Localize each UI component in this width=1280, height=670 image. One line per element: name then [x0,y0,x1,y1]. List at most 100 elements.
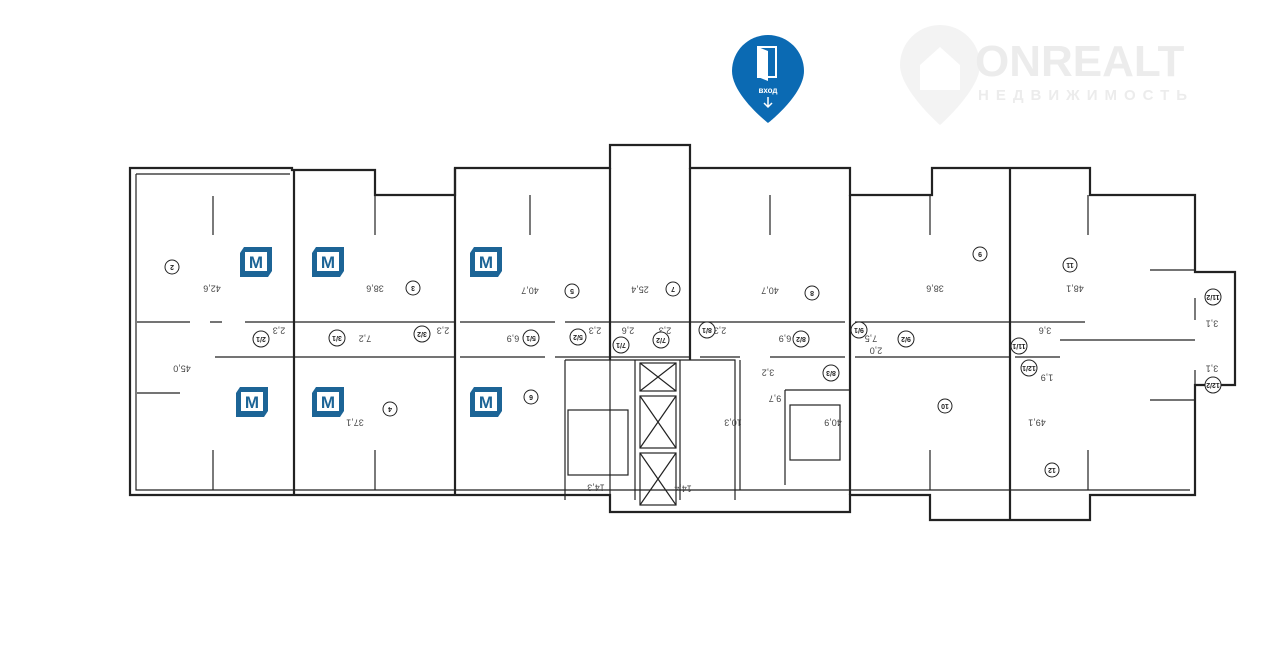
room-number-badge: 9 [972,246,988,262]
watermark-brand: ONREALT [975,37,1185,86]
room-area-label: 3,1 [1206,364,1219,374]
room-area-label: 2,3 [589,326,602,336]
room-number: 5/1 [526,334,536,341]
room-number: 5 [570,287,574,294]
room-area-label: 3,1 [1206,319,1219,329]
svg-text:M: M [321,393,335,412]
room-area-label: 38,6 [926,284,944,294]
room-number-badge: 11/1 [1010,337,1028,355]
room-number: 4 [388,405,392,412]
room-number-badge: 11 [1062,257,1078,273]
room-number-badge: 8/3 [822,364,840,382]
room-number: 6 [529,393,533,400]
room-number-badge: 9/1 [850,321,868,339]
room-number-badge: 3/2 [413,325,431,343]
room-area-label: 40,7 [761,286,779,296]
room-number: 3/2 [417,330,427,337]
room-area-label: 7,5 [865,334,878,344]
room-number-badge: 12 [1044,462,1060,478]
room-area-label: 2,3 [659,326,672,336]
room-number-badge: 12/2 [1204,376,1222,394]
room-number: 2 [170,263,174,270]
entrance-label: вход [758,86,777,95]
arrow-down-icon [763,97,773,109]
room-number: 7/1 [616,341,626,348]
elevator-shafts [639,362,677,506]
room-area-label: 3,6 [1039,326,1052,336]
room-number-badge: 5/2 [569,328,587,346]
room-number-badge: 7/2 [652,331,670,349]
room-area-label: 6,9 [507,334,520,344]
watermark-subtitle: НЕДВИЖИМОСТЬ [978,87,1194,104]
room-area-label: 3,2 [762,368,775,378]
walls [128,143,1237,522]
room-number: 8 [810,289,814,296]
tenant-logos: M M M M M M [236,247,502,417]
room-area-label: 1,9 [1041,373,1054,383]
house-icon [920,47,960,90]
room-area-label: 40,7 [521,286,539,296]
tenant-logo-m-icon: M [312,387,344,417]
room-number-badge: 5/1 [522,329,540,347]
room-number-badge: 7/1 [612,336,630,354]
room-area-label: 40,9 [824,418,842,428]
tenant-logo-m-icon: M [470,387,502,417]
room-number-badge: 6 [523,389,539,405]
room-number-badge: 11/2 [1204,288,1222,306]
room-number: 5/2 [573,333,583,340]
room-area-label: 14,3 [587,483,605,493]
room-number: 9 [978,250,982,257]
room-number: 8/1 [702,326,712,333]
svg-text:M: M [479,253,493,272]
svg-text:M: M [245,393,259,412]
room-area-label: 2,0 [870,346,883,356]
room-area-label: 14,4 [674,484,692,494]
room-number-badge: 5 [564,283,580,299]
room-number: 3/1 [332,334,342,341]
room-area-label: 10,3 [724,418,742,428]
onrealt-watermark: ONREALT НЕДВИЖИМОСТЬ [900,25,1194,125]
room-area-label: 2,3 [437,326,450,336]
tenant-logo-m-icon: M [240,247,272,277]
room-number: 9/1 [854,326,864,333]
room-number: 12/1 [1022,364,1036,371]
room-number-badge: 10 [937,398,953,414]
room-number-badge: 9/2 [897,330,915,348]
room-number: 12 [1048,466,1056,473]
room-number-badge: 8 [804,285,820,301]
tenant-logo-m-icon: M [470,247,502,277]
room-number-badge: 8/1 [698,321,716,339]
room-number-badge: 7 [665,281,681,297]
svg-text:M: M [321,253,335,272]
room-number-badge: 3 [405,280,421,296]
room-area-label: 42,6 [203,284,221,294]
room-number: 3 [411,284,415,291]
room-number-badge: 2/1 [252,330,270,348]
room-number: 11/1 [1012,342,1025,349]
room-number-badge: 4 [382,401,398,417]
room-number: 8/3 [826,369,836,376]
room-area-label: 6,9 [779,334,792,344]
room-number-badge: 3/1 [328,329,346,347]
stairs [567,404,841,476]
room-area-label: 25,4 [631,285,649,295]
room-area-label: 37,1 [346,418,364,428]
room-number: 11 [1066,261,1074,268]
room-number-badge: 12/1 [1020,359,1038,377]
room-area-label: 2,3 [714,326,727,336]
svg-text:M: M [479,393,493,412]
room-area-label: 7,2 [359,334,372,344]
room-number: 10 [941,402,949,409]
room-number: 11/2 [1206,293,1219,300]
room-area-label: 48,1 [1066,284,1084,294]
room-number: 12/2 [1206,381,1220,388]
room-area-label: 9,7 [769,394,782,404]
room-number: 8/2 [796,335,806,342]
svg-text:M: M [249,253,263,272]
door-icon [757,46,777,81]
room-number-badge: 8/2 [792,330,810,348]
entrance-marker[interactable]: вход [732,35,804,123]
room-area-label: 2,6 [622,326,635,336]
